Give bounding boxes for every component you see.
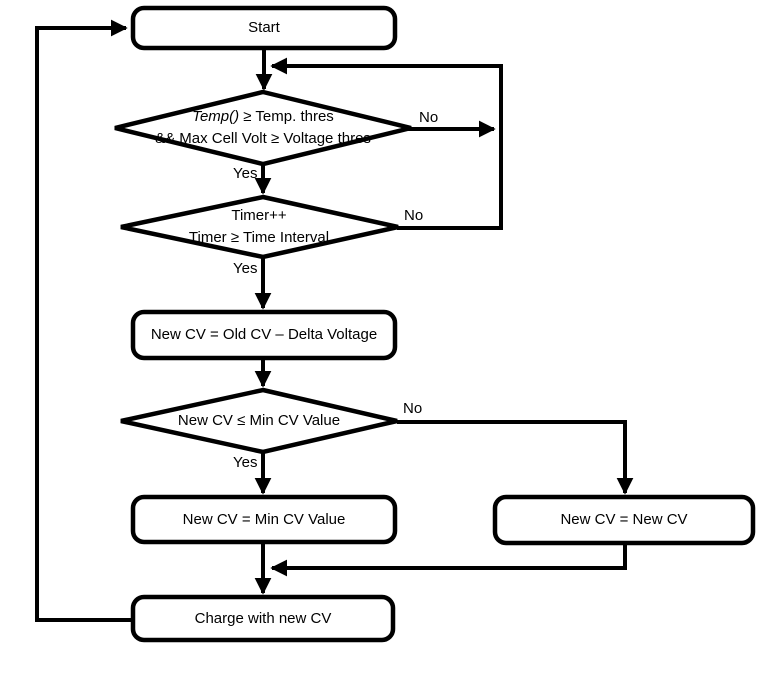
edge-charge-to-start (35, 19, 135, 622)
flowchart-shapes (114, 5, 756, 643)
process-charge-shape (130, 594, 396, 643)
decision-timer-shape (120, 194, 399, 260)
start-shape (130, 5, 398, 51)
edge-keep-to-merge (270, 543, 627, 577)
flowchart-edges (35, 19, 634, 622)
decision-min-shape (120, 387, 398, 455)
decision-temp-shape (114, 89, 412, 167)
edge-min-no (397, 420, 634, 495)
process-min-shape (130, 494, 398, 545)
edge-timer-no-loop (270, 57, 503, 230)
process-keep-shape (492, 494, 756, 546)
process-delta-shape (130, 309, 398, 361)
